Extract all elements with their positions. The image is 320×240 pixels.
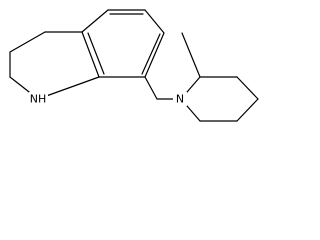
chemical-structure: NH N <box>9 9 259 122</box>
n-atom-label: N <box>176 93 184 106</box>
bond-c7-c8-double <box>141 33 161 75</box>
bond-c3p-c4p <box>236 76 259 100</box>
bond-c4p-c5p <box>236 98 259 122</box>
bond-c8a-c4a-double <box>87 32 105 75</box>
n-label-background <box>173 92 187 106</box>
nh-atom-label: NH <box>30 93 47 106</box>
bond-c4a-c5 <box>81 9 109 33</box>
tetrahydroquinoline-core <box>9 9 165 100</box>
atom-labels: NH N <box>29 92 187 106</box>
bond-c4-c3 <box>9 31 46 53</box>
bond-n1-c8a <box>37 76 100 100</box>
bond-c8-ch2 <box>144 76 158 100</box>
bond-c6-c7 <box>144 9 165 34</box>
bond-c2p-methyl <box>181 32 201 78</box>
bond-c8a-c4a <box>81 31 100 78</box>
nh-label-background <box>29 92 48 106</box>
bond-c7-c8 <box>144 32 165 78</box>
methylpiperidine-ring <box>180 32 259 122</box>
